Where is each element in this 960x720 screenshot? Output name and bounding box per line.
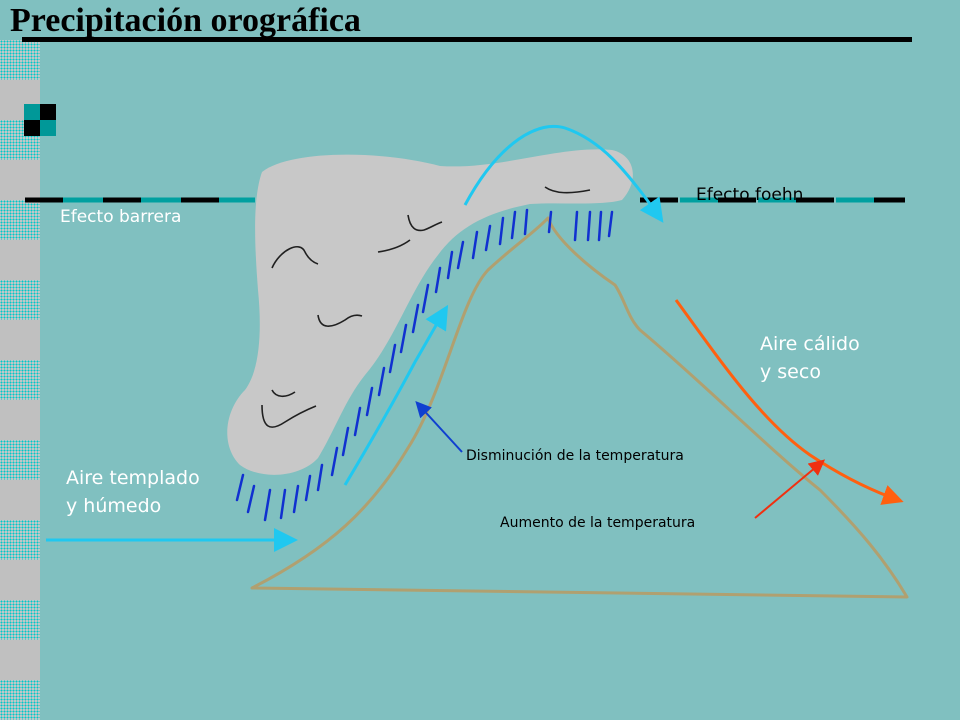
mountain-outline (250, 216, 909, 599)
summit-arc-arrow (463, 124, 664, 223)
checker-cell (0, 680, 40, 720)
label-warm-humid-air-line2: y húmedo (66, 495, 161, 517)
checker-cell (0, 400, 40, 440)
dry-air-arrow (674, 299, 904, 505)
checker-cell (0, 520, 40, 560)
checker-cell (0, 560, 40, 600)
checker-cell (0, 600, 40, 640)
checker-cell (0, 320, 40, 360)
checker-cell (0, 640, 40, 680)
label-barrier-effect: Efecto barrera (60, 207, 181, 227)
title-underline (22, 37, 912, 42)
label-temperature-decrease: Disminución de la temperatura (466, 448, 684, 464)
label-warm-dry-air-line1: Aire cálido (760, 333, 860, 355)
temp-increase-pointer (754, 459, 826, 519)
checker-cell (0, 240, 40, 280)
page-title: Precipitación orográfica (10, 2, 361, 39)
label-warm-humid-air-line1: Aire templado (66, 467, 200, 489)
checker-cell (0, 360, 40, 400)
temp-decrease-pointer (415, 401, 463, 453)
rising-air-arrow (343, 304, 449, 486)
rain-streaks (235, 208, 614, 522)
checker-strip-decoration (0, 40, 40, 720)
checker-cell (0, 440, 40, 480)
checker-cell (0, 200, 40, 240)
checker-cell (0, 160, 40, 200)
cloud (227, 149, 633, 475)
label-warm-dry-air-line2: y seco (760, 361, 821, 383)
checker-cell (0, 480, 40, 520)
cloud-squiggles (261, 186, 591, 428)
checker-cell (0, 40, 40, 80)
label-temperature-increase: Aumento de la temperatura (500, 515, 695, 531)
label-foehn-effect: Efecto foehn (696, 185, 803, 205)
checker-cell (0, 280, 40, 320)
